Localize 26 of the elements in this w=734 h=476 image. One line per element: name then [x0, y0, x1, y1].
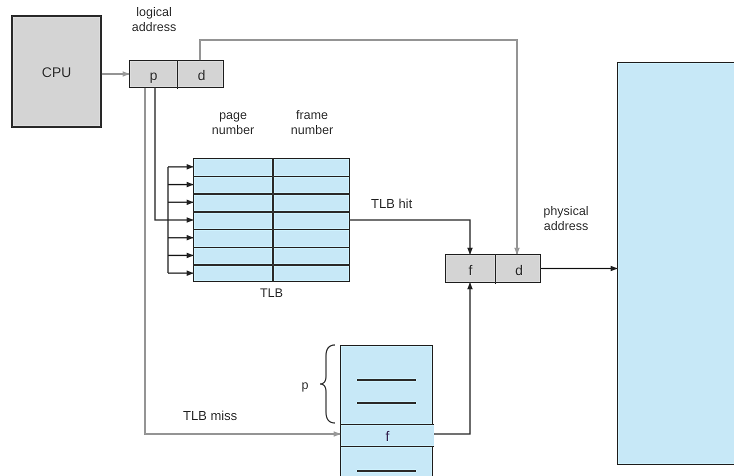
edge-label: TLB hit	[370, 196, 414, 211]
arrow	[154, 88, 194, 223]
arrow	[102, 71, 130, 77]
address-register	[129, 60, 224, 88]
page-table-entry: f	[341, 424, 434, 447]
column-heading: page number	[210, 108, 256, 138]
arrow	[199, 39, 520, 255]
address-label: logical address	[130, 5, 178, 35]
arrow	[433, 282, 473, 435]
cpu-box: CPU	[11, 15, 102, 128]
address-register	[445, 254, 541, 283]
node-label: p	[300, 378, 310, 393]
column-heading: frame number	[290, 108, 334, 138]
register-field: d	[177, 61, 225, 89]
tlb-table	[193, 158, 350, 282]
register-field: p	[130, 61, 177, 89]
node-label: TLB	[259, 286, 284, 301]
edge-label: TLB miss	[182, 408, 238, 423]
register-field: f	[446, 255, 495, 284]
memory-block	[617, 62, 734, 465]
arrow	[350, 219, 473, 255]
register-field: d	[495, 255, 542, 284]
arrow	[541, 266, 618, 272]
address-label: physical address	[542, 204, 590, 234]
arrow	[144, 88, 341, 437]
page-table	[340, 345, 433, 476]
